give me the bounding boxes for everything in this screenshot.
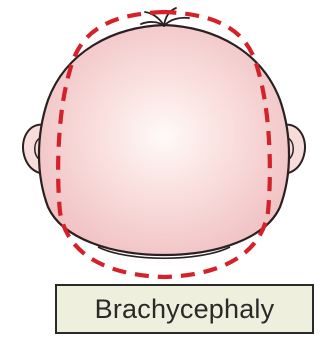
- diagnosis-label-box: Brachycephaly: [55, 284, 314, 334]
- diagnosis-label: Brachycephaly: [95, 294, 275, 325]
- head-outline: [39, 25, 289, 255]
